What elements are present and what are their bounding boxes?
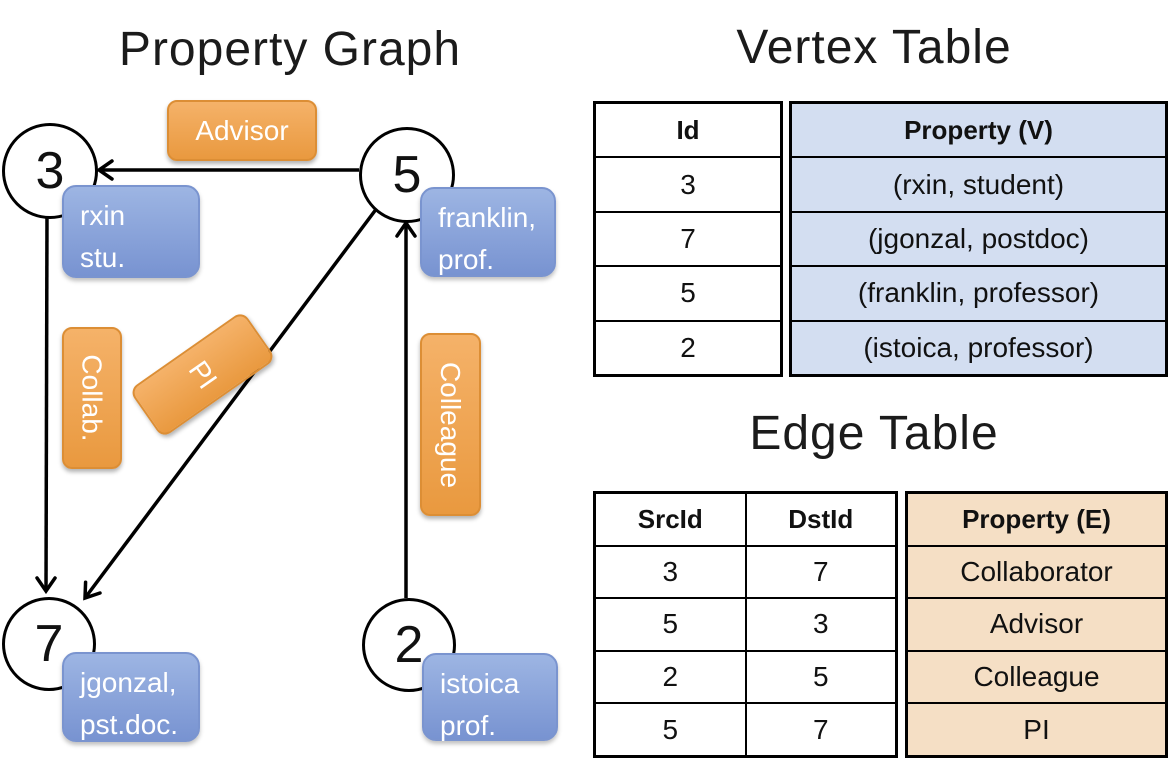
vertex-table-property-column: Property (V) (rxin, student) (jgonzal, p… <box>789 101 1168 377</box>
vertex-prop-line: rxin <box>80 200 126 231</box>
table-row: 5 3 <box>596 597 895 650</box>
cell-srcid: 3 <box>662 555 679 587</box>
col-header-property-v: Property (V) <box>904 114 1053 145</box>
table-row: (rxin, student) <box>792 156 1165 211</box>
col-header-dstid: DstId <box>744 494 896 545</box>
table-row: 2 5 <box>596 649 896 703</box>
cell-srcid: 5 <box>662 713 679 745</box>
node-id: 3 <box>35 142 65 200</box>
edge-table-id-columns: SrcId DstId 3 7 5 3 2 5 5 7 <box>593 491 898 758</box>
cell-property: (istoica, professor) <box>863 331 1094 363</box>
edge-label-text: PI <box>182 354 224 394</box>
table-row: PI <box>908 702 1165 755</box>
table-row: 3 7 <box>596 544 896 598</box>
property-graph-panel: Property Graph 3 5 7 2 Advisor Collab. P… <box>0 0 580 760</box>
edge-table-title: Edge Table <box>749 407 999 460</box>
edge-table-property-column: Property (E) Collaborator Advisor Collea… <box>905 491 1168 758</box>
table-column-gap <box>783 101 789 377</box>
table-row: 2 <box>596 319 780 374</box>
col-header-id: Id <box>676 114 700 145</box>
edge-pi-line <box>83 206 379 601</box>
vertex-table: Id 3 7 5 2 Property (V) (rxin, student) … <box>593 101 1168 377</box>
edge-collab-line <box>35 212 57 595</box>
cell-dstid: 7 <box>744 704 896 755</box>
vertex-table-title: Vertex Table <box>736 21 1012 74</box>
node-id: 7 <box>34 615 64 673</box>
table-row: Property (E) <box>908 494 1165 545</box>
table-row: (franklin, professor) <box>792 265 1165 320</box>
cell-property: Colleague <box>973 661 1100 693</box>
vertex-prop-line: jgonzal, <box>80 667 177 698</box>
node-circle-2: 2 <box>362 598 456 692</box>
table-row: 5 <box>596 265 780 319</box>
cell-property: PI <box>1023 713 1050 745</box>
cell-property: (jgonzal, postdoc) <box>867 223 1089 255</box>
vertex-prop-line: pst.doc. <box>80 709 179 740</box>
cell-id: 7 <box>680 223 696 255</box>
table-column-gap <box>898 491 905 758</box>
cell-srcid: 2 <box>662 661 679 693</box>
cell-id: 3 <box>680 168 696 200</box>
edge-label-colleague: Colleague <box>420 333 481 516</box>
vertex-prop-line: istoica <box>440 668 520 699</box>
table-row: 5 7 <box>596 702 895 755</box>
edge-label-advisor: Advisor <box>167 100 317 161</box>
col-header-property-e: Property (E) <box>962 503 1111 534</box>
table-row: (jgonzal, postdoc) <box>792 210 1165 266</box>
cell-srcid: 5 <box>662 608 679 640</box>
table-row: SrcId DstId <box>596 494 895 545</box>
vertex-prop-franklin: franklin, prof. <box>420 187 556 277</box>
table-row: Collaborator <box>908 544 1165 598</box>
table-row: (istoica, professor) <box>792 319 1165 375</box>
edge-label-text: Advisor <box>195 114 289 146</box>
vertex-prop-line: prof. <box>440 710 497 741</box>
cell-dstid: 7 <box>744 546 896 598</box>
table-row: 7 <box>596 210 780 265</box>
vertex-table-id-column: Id 3 7 5 2 <box>593 101 783 377</box>
cell-property: Advisor <box>989 608 1084 640</box>
col-header-srcid: SrcId <box>637 503 703 534</box>
vertex-prop-line: prof. <box>438 244 495 275</box>
table-row: Advisor <box>908 597 1165 650</box>
table-row: Property (V) <box>792 104 1165 157</box>
edge-label-text: Colleague <box>435 361 467 488</box>
cell-dstid: 3 <box>744 599 896 650</box>
graph-edges <box>35 159 417 601</box>
node-id: 2 <box>394 616 424 674</box>
vertex-prop-istoica: istoica prof. <box>422 653 558 741</box>
vertex-prop-line: stu. <box>80 242 126 273</box>
cell-property: (rxin, student) <box>892 168 1065 200</box>
vertex-prop-rxin: rxin stu. <box>62 185 200 278</box>
cell-property: Collaborator <box>960 555 1113 587</box>
edge-label-text: Collab. <box>77 354 109 442</box>
table-row: Id <box>596 104 780 156</box>
property-graph-title: Property Graph <box>118 23 462 76</box>
cell-id: 2 <box>680 331 696 363</box>
cell-property: (franklin, professor) <box>857 277 1100 309</box>
cell-dstid: 5 <box>744 651 896 703</box>
vertex-prop-line: franklin, <box>438 202 537 233</box>
table-row: 3 <box>596 156 780 210</box>
vertex-prop-jgonzal: jgonzal, pst.doc. <box>62 652 200 742</box>
edge-table: SrcId DstId 3 7 5 3 2 5 5 7 Property (E)… <box>593 491 1168 758</box>
node-id: 5 <box>392 146 422 204</box>
table-row: Colleague <box>908 649 1165 703</box>
cell-id: 5 <box>680 277 696 309</box>
edge-label-collab: Collab. <box>62 327 122 469</box>
